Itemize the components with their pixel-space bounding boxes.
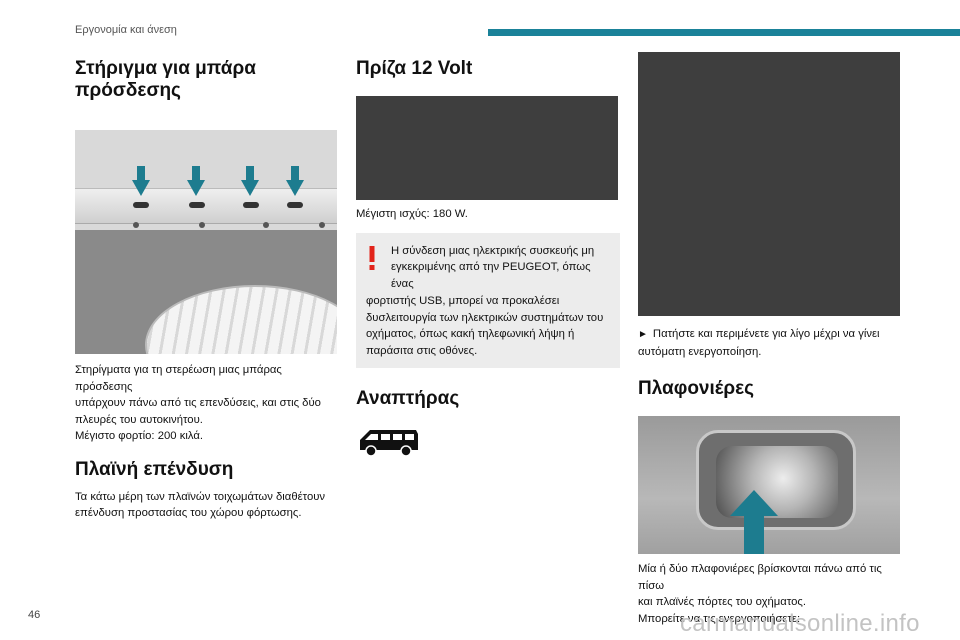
step-instruction: ►Πατήστε και περιμένετε για λίγο μέχρι ν… — [638, 328, 880, 358]
bracket-slot — [287, 202, 303, 208]
bracket-slot — [243, 202, 259, 208]
watermark: carmanualsonline.info — [680, 610, 920, 637]
exclamation-icon — [369, 245, 375, 270]
max-power-text: Μέγιστη ισχύς: 180 W. — [356, 208, 468, 220]
courtesy-lamps-title: Πλαφονιέρες — [638, 378, 755, 399]
page-number: 46 — [28, 609, 41, 621]
down-arrow-icon — [187, 166, 205, 196]
title-line-2: πρόσδεσης — [75, 80, 181, 101]
down-arrow-icon — [132, 166, 150, 196]
tie-bar-bracket-photo — [75, 130, 337, 354]
column-left: Στήριγμα για μπάρα πρόσδεσης Στηρίγματα … — [75, 58, 337, 522]
column-middle: Πρίζα 12 Volt Μέγιστη ισχύς: 180 W. Η σύ… — [356, 58, 620, 465]
tie-bar-bracket-title: Στήριγμα για μπάρα πρόσδεσης — [75, 58, 337, 102]
bolt — [263, 222, 269, 228]
section-header: Εργονομία και άνεση — [75, 24, 177, 36]
down-arrow-icon — [241, 166, 259, 196]
lighter-title: Αναπτήρας — [356, 388, 460, 410]
socket-12v-title: Πρίζα 12 Volt — [356, 58, 473, 79]
lamp-lens — [716, 446, 838, 518]
lighter-photo — [638, 52, 900, 316]
bolt — [199, 222, 205, 228]
warning-box: Η σύνδεση μιας ηλεκτρικής συσκευής μη εγ… — [356, 232, 620, 369]
title-line-1: Στήριγμα για μπάρα — [75, 58, 256, 79]
courtesy-lamp-photo — [638, 416, 900, 554]
side-trim-title: Πλαϊνή επένδυση — [75, 458, 234, 480]
bolt — [319, 222, 325, 228]
courtesy-lamps-caption: Μία ή δύο πλαφονιέρες βρίσκονται πάνω απ… — [638, 563, 882, 625]
up-arrow-icon — [730, 490, 778, 554]
bracket-slot — [133, 202, 149, 208]
tie-bar-caption: Στηρίγματα για τη στερέωση μιας μπάρας π… — [75, 364, 321, 442]
side-trim-text: Τα κάτω μέρη των πλαϊνών τοιχωμάτων διαθ… — [75, 490, 326, 520]
bracket-slot — [189, 202, 205, 208]
step-arrow-icon: ► — [638, 329, 648, 340]
down-arrow-icon — [286, 166, 304, 196]
van-icon — [360, 430, 418, 457]
socket-photo — [356, 96, 618, 200]
column-right: ►Πατήστε και περιμένετε για λίγο μέχρι ν… — [638, 52, 900, 627]
header-accent-bar — [488, 29, 960, 36]
bolt — [133, 222, 139, 228]
